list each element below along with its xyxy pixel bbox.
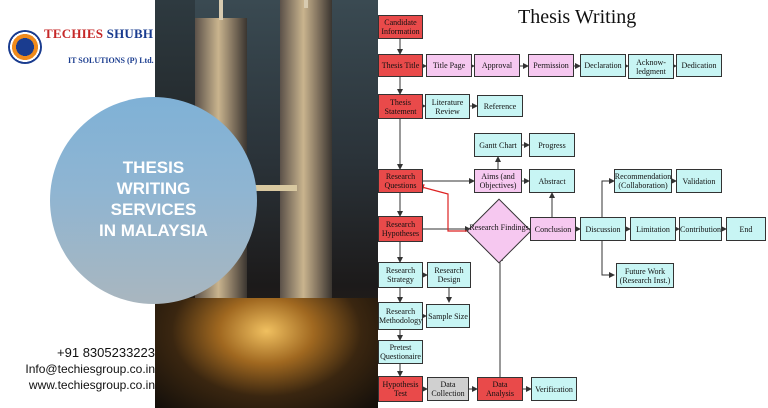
flowchart-connectors	[397, 39, 727, 392]
node-contribution: Contribution	[679, 217, 722, 241]
node-approval: Approval	[474, 54, 520, 77]
node-data-analysis: Data Analysis	[477, 377, 523, 401]
node-conclusion: Conclusion	[530, 217, 576, 241]
node-research-questions: Research Questions	[378, 169, 423, 193]
node-pretest-questionaire: Pretest Questionaire	[378, 340, 423, 364]
hero-circle	[50, 97, 257, 304]
node-reference: Reference	[477, 95, 523, 117]
node-recommendation: Recommendation (Collaboration)	[614, 169, 672, 193]
gear-logo-icon	[8, 30, 42, 64]
node-data-collection: Data Collection	[427, 377, 469, 401]
node-hypothesis-test: Hypothesis Test	[378, 376, 423, 402]
node-limitation: Limitation	[630, 217, 676, 241]
node-research-methodology: Research Methodology	[378, 302, 423, 330]
node-validation: Validation	[676, 169, 722, 193]
contact-block: +91 8305233223 Info@techiesgroup.co.in w…	[0, 345, 155, 393]
diagram-title: Thesis Writing	[518, 6, 637, 28]
node-future-work: Future Work (Research Inst.)	[616, 263, 674, 288]
node-discussion: Discussion	[580, 217, 626, 241]
contact-phone[interactable]: +91 8305233223	[57, 345, 155, 360]
node-declaration: Declaration	[580, 54, 626, 77]
contact-email[interactable]: Info@techiesgroup.co.in	[25, 362, 155, 376]
node-permission: Permission	[528, 54, 574, 77]
research-findings-label: Research Findings	[469, 223, 529, 232]
sky-bridge	[235, 185, 297, 191]
hero-heading-line: THESIS	[122, 158, 185, 177]
node-thesis-title: Thesis Title	[378, 54, 423, 77]
city-skyline-image	[155, 0, 378, 408]
node-candidate-info: Candidate Information	[378, 15, 423, 39]
spire-right	[304, 0, 308, 8]
thesis-flowchart: Thesis Writing Candidate Information The…	[378, 0, 768, 408]
node-thesis-statement: Thesis Statement	[378, 94, 423, 119]
node-verification: Verification	[531, 377, 577, 401]
logo-subtitle: IT SOLUTIONS (P) Ltd.	[68, 56, 154, 65]
node-gantt-chart: Gantt Chart	[474, 133, 522, 157]
node-progress: Progress	[529, 133, 575, 157]
spire-left	[219, 0, 223, 20]
node-title-page: Title Page	[426, 54, 472, 77]
node-acknowledgment: Acknow-ledgment	[628, 54, 674, 79]
node-literature-review: Literature Review	[425, 94, 470, 119]
tower-right	[280, 0, 332, 348]
contact-website[interactable]: www.techiesgroup.co.in	[28, 378, 155, 392]
node-research-hypotheses: Research Hypotheses	[378, 216, 423, 242]
node-research-design: Research Design	[427, 262, 471, 288]
hero-heading-line: WRITING	[116, 179, 191, 198]
podium-lights	[155, 298, 378, 408]
node-research-strategy: Research Strategy	[378, 262, 423, 288]
hero-heading-line: IN MALAYSIA	[99, 221, 208, 240]
node-dedication: Dedication	[676, 54, 722, 77]
node-abstract: Abstract	[529, 169, 575, 193]
node-end: End	[726, 217, 766, 241]
hero-heading-line: SERVICES	[110, 200, 197, 219]
node-research-findings: Research Findings	[466, 198, 532, 264]
logo-techies: TECHIES	[44, 26, 104, 41]
node-aims-objectives: Aims (and Objectives)	[474, 169, 522, 193]
node-sample-size: Sample Size	[426, 304, 470, 328]
hero-heading: THESIS WRITING SERVICES IN MALAYSIA	[50, 157, 257, 241]
company-logo[interactable]: TECHIES SHUBH DEEP IT SOLUTIONS (P) Ltd.	[6, 20, 192, 80]
